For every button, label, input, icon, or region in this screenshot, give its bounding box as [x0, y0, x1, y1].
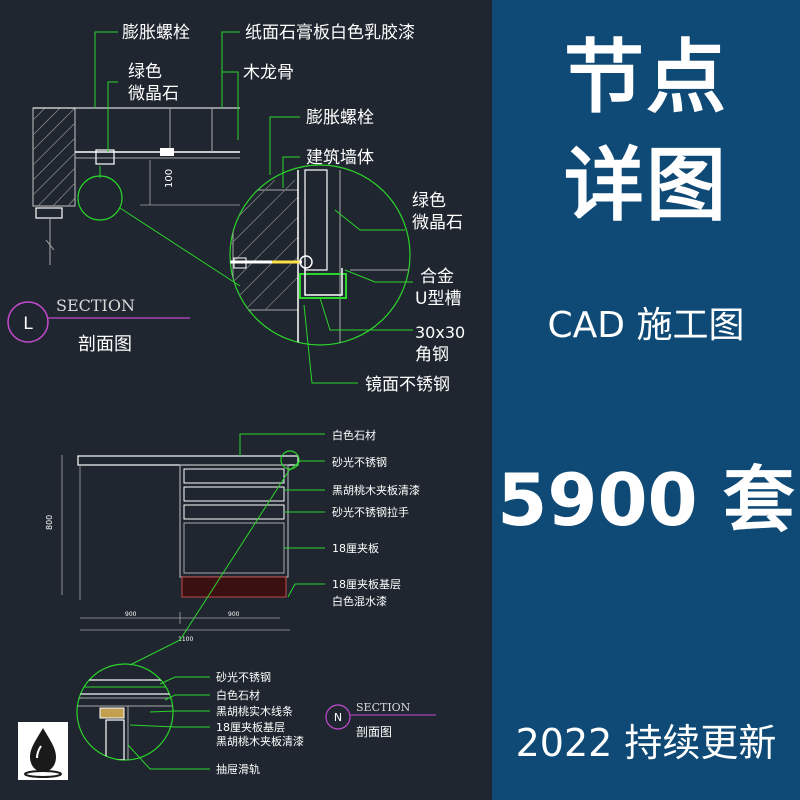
- section-marker-l-letter: L: [23, 314, 33, 334]
- section-l-drawing: 100 膨胀螺栓 纸面石膏板白色乳胶漆 绿色 微晶石 木龙骨: [7, 22, 465, 395]
- dim-right: 900: [228, 611, 240, 618]
- cabinet-label-plywood-base: 18厘夹板基层: [332, 577, 401, 591]
- section-n-leaders: [127, 676, 210, 770]
- section-marker-n-text: SECTION: [356, 701, 411, 714]
- water-drop-icon: [24, 728, 62, 778]
- cabinet-label-walnut-veneer: 黑胡桃木夹板清漆: [332, 483, 420, 497]
- detail-circle-large: [229, 164, 411, 346]
- cabinet-drawing: 800 900 900 1100: [45, 428, 420, 666]
- water-drop-logo: [18, 722, 68, 780]
- label-expansion-bolt: 膨胀螺栓: [122, 23, 190, 43]
- label-leaders: [94, 31, 240, 152]
- detail-label-expansion-bolt: 膨胀螺栓: [306, 108, 374, 128]
- dim-total: 1100: [178, 636, 193, 643]
- detail-label-u-channel: U型槽: [415, 289, 461, 309]
- n-label-white-stone: 白色石材: [216, 688, 260, 702]
- footer-2022: 2022 持续更新: [515, 721, 777, 765]
- dim-left: 900: [125, 611, 137, 618]
- section-marker-n: [325, 704, 351, 730]
- detail-label-size: 30x30: [415, 323, 465, 342]
- plinth: [181, 576, 287, 598]
- detail-circle-n: [76, 663, 174, 761]
- section-n-drawing: 砂光不锈钢 白色石材 黑胡桃实木线条 18厘夹板基层 黑胡桃木夹板清漆 抽屉滑轨…: [76, 663, 436, 776]
- count-5900: 5900 套: [497, 458, 795, 542]
- cabinet-label-plywood: 18厘夹板: [332, 541, 379, 555]
- detail-label-mirror-steel: 镜面不锈钢: [365, 375, 450, 395]
- section-marker-l: [7, 301, 49, 343]
- cabinet-label-steel-handle: 砂光不锈钢拉手: [332, 505, 409, 519]
- wall-hatch: [32, 107, 76, 207]
- section-marker-l-text: SECTION: [56, 296, 135, 315]
- detail-label-micro-crystal: 微晶石: [412, 213, 463, 233]
- cabinet-label-white-stone: 白色石材: [332, 428, 376, 442]
- detail-label-green: 绿色: [412, 191, 446, 211]
- label-micro-crystal-stone: 微晶石: [128, 84, 179, 104]
- anchor-small: [160, 148, 174, 156]
- promo-panel: 节点 详图 CAD 施工图 5900 套 2022 持续更新: [492, 0, 800, 800]
- dimension-100: 100: [164, 169, 175, 188]
- label-gypsum-board: 纸面石膏板白色乳胶漆: [245, 22, 415, 43]
- detail-leaders: [269, 116, 413, 384]
- base-block: [35, 207, 63, 219]
- drawer-1: [183, 468, 285, 484]
- n-label-drawer-slide: 抽屉滑轨: [216, 762, 260, 776]
- break-mark: [45, 239, 55, 251]
- n-label-sanded-steel: 砂光不锈钢: [216, 670, 271, 684]
- title-line-1: 节点: [564, 31, 728, 124]
- section-l-caption: 剖面图: [78, 334, 132, 355]
- label-green: 绿色: [128, 62, 162, 82]
- detail-label-building-wall: 建筑墙体: [306, 148, 374, 168]
- n-label-walnut-veneer: 黑胡桃木夹板清漆: [216, 734, 304, 748]
- n-label-plywood-base: 18厘夹板基层: [216, 720, 285, 734]
- cabinet-label-white-paint: 白色混水漆: [332, 594, 387, 608]
- title-line-2: 详图: [564, 139, 728, 232]
- cad-background: [0, 0, 492, 800]
- section-n-contents: [77, 679, 173, 760]
- section-marker-n-letter: N: [334, 711, 342, 724]
- label-wood-keel: 木龙骨: [243, 63, 294, 83]
- cabinet-label-sanded-steel: 砂光不锈钢: [332, 455, 387, 469]
- callout-link: [119, 207, 241, 287]
- u-channel-small: [95, 149, 115, 165]
- drawer-2: [183, 486, 285, 502]
- subtitle-cad: CAD 施工图: [547, 305, 745, 346]
- detail-label-alloy: 合金: [420, 267, 454, 287]
- section-n-caption: 剖面图: [356, 725, 392, 739]
- cabinet-leaders: [129, 433, 325, 666]
- cabinet-dim-height: 800: [45, 515, 54, 530]
- cad-drawing-area: 100 膨胀螺栓 纸面石膏板白色乳胶漆 绿色 微晶石 木龙骨: [0, 0, 492, 800]
- detail-label-angle-steel: 角钢: [415, 345, 449, 365]
- n-label-walnut-trim: 黑胡桃实木线条: [216, 704, 293, 718]
